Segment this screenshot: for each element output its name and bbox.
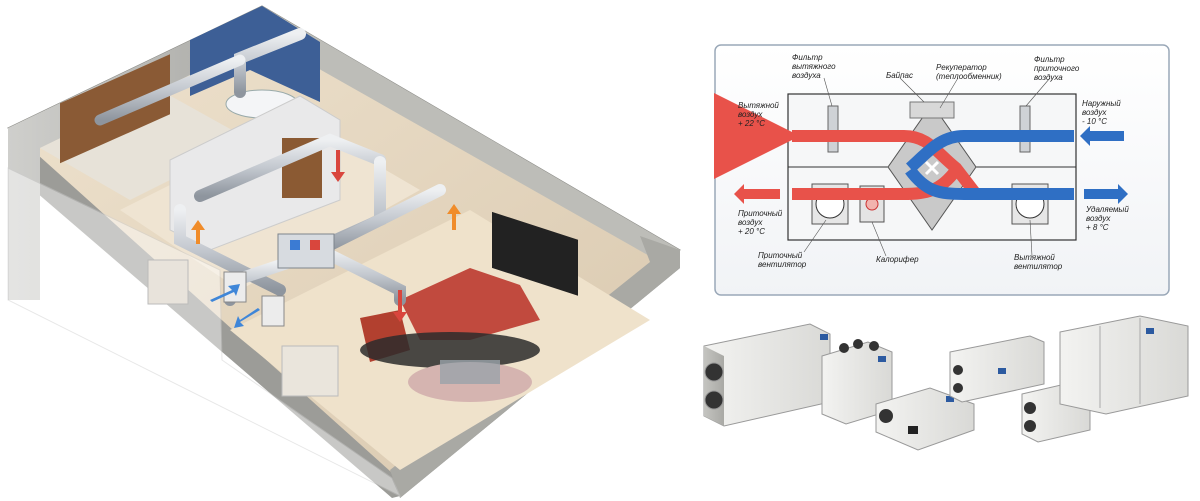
window-bedroom: [147, 259, 189, 305]
cross-mark-icon: [924, 160, 940, 176]
bypass-channel: [909, 101, 955, 119]
outdoor-air-stream: [906, 130, 1074, 173]
label-supply-fan: Приточный вентилятор: [758, 251, 807, 269]
label-extract-air: Вытяжной воздух + 22 °C: [738, 101, 781, 128]
unit-large-horizontal: [703, 323, 831, 427]
duct-port-icon: [1024, 402, 1036, 414]
front-glass-wall: [7, 167, 402, 498]
filter-exhaust-upper: [827, 105, 839, 153]
duct-port-icon: [704, 362, 724, 382]
duct-port-icon: [869, 341, 879, 351]
kitchen-floor: [40, 90, 250, 200]
arrow-orange-up-right: [447, 204, 461, 230]
arrow-blue-exhaust: [234, 308, 260, 328]
label-outdoor-air: Наружный воздух - 10 °C: [1082, 99, 1123, 126]
leader-lines: [803, 77, 1051, 257]
ventilation-units-lineup: [703, 315, 1189, 451]
label-supply-filter: Фильтр приточного воздуха: [1034, 55, 1082, 82]
arrow-red-living: [393, 290, 407, 322]
tv-cabinet: [492, 211, 578, 296]
label-heater: Калорифер: [876, 255, 919, 264]
recuperator-schematic: Фильтр вытяжного воздуха Байпас Рекупера…: [714, 44, 1170, 296]
back-wall-right: [262, 6, 680, 262]
label-supply-air: Приточный воздух + 20 °C: [738, 209, 784, 236]
label-bypass: Байпас: [886, 71, 913, 80]
label-discharge-air: Удаляемый воздух + 8 °C: [1085, 205, 1131, 232]
exhaust-grille: [261, 295, 285, 327]
unit-window-red: [310, 240, 320, 250]
unit-window-blue: [290, 240, 300, 250]
duct-port-icon: [1024, 420, 1036, 432]
recuperator-unit: [277, 233, 335, 269]
coffee-table: [440, 360, 500, 384]
unit-tall-cabinet: [1059, 315, 1189, 415]
slab-left-edge: [8, 128, 400, 498]
supply-outlet-arrow: [734, 184, 780, 204]
label-exhaust-fan: Вытяжной вентилятор: [1014, 253, 1063, 271]
filter-supply-upper: [1019, 105, 1031, 153]
duct-port-icon: [839, 343, 849, 353]
outdoor-inlet-arrow: [1080, 126, 1124, 146]
sofa: [400, 268, 540, 340]
label-recuperator: Рекуператор (теплообменник): [936, 63, 1002, 81]
arrow-blue-intake: [210, 284, 240, 302]
duct-port-icon: [704, 390, 724, 410]
arrow-orange-up-left: [191, 220, 205, 244]
apartment-ventilation-illustration: [7, 5, 681, 498]
sofa-base: [360, 332, 540, 368]
arrow-red-bedroom: [331, 150, 345, 182]
label-exhaust-filter: Фильтр вытяжного воздуха: [792, 53, 838, 80]
duct-port-icon: [953, 365, 963, 375]
airflow-arrows: [191, 150, 461, 328]
duct-port-icon: [853, 339, 863, 349]
window-living: [281, 345, 339, 397]
unit-medium: [949, 335, 1045, 403]
unit-flat: [875, 387, 975, 451]
duct-port-icon: [953, 383, 963, 393]
discharge-outlet-arrow: [1084, 184, 1128, 204]
discharge-air-stream: [905, 166, 1074, 200]
duct-port-icon: [879, 409, 893, 423]
